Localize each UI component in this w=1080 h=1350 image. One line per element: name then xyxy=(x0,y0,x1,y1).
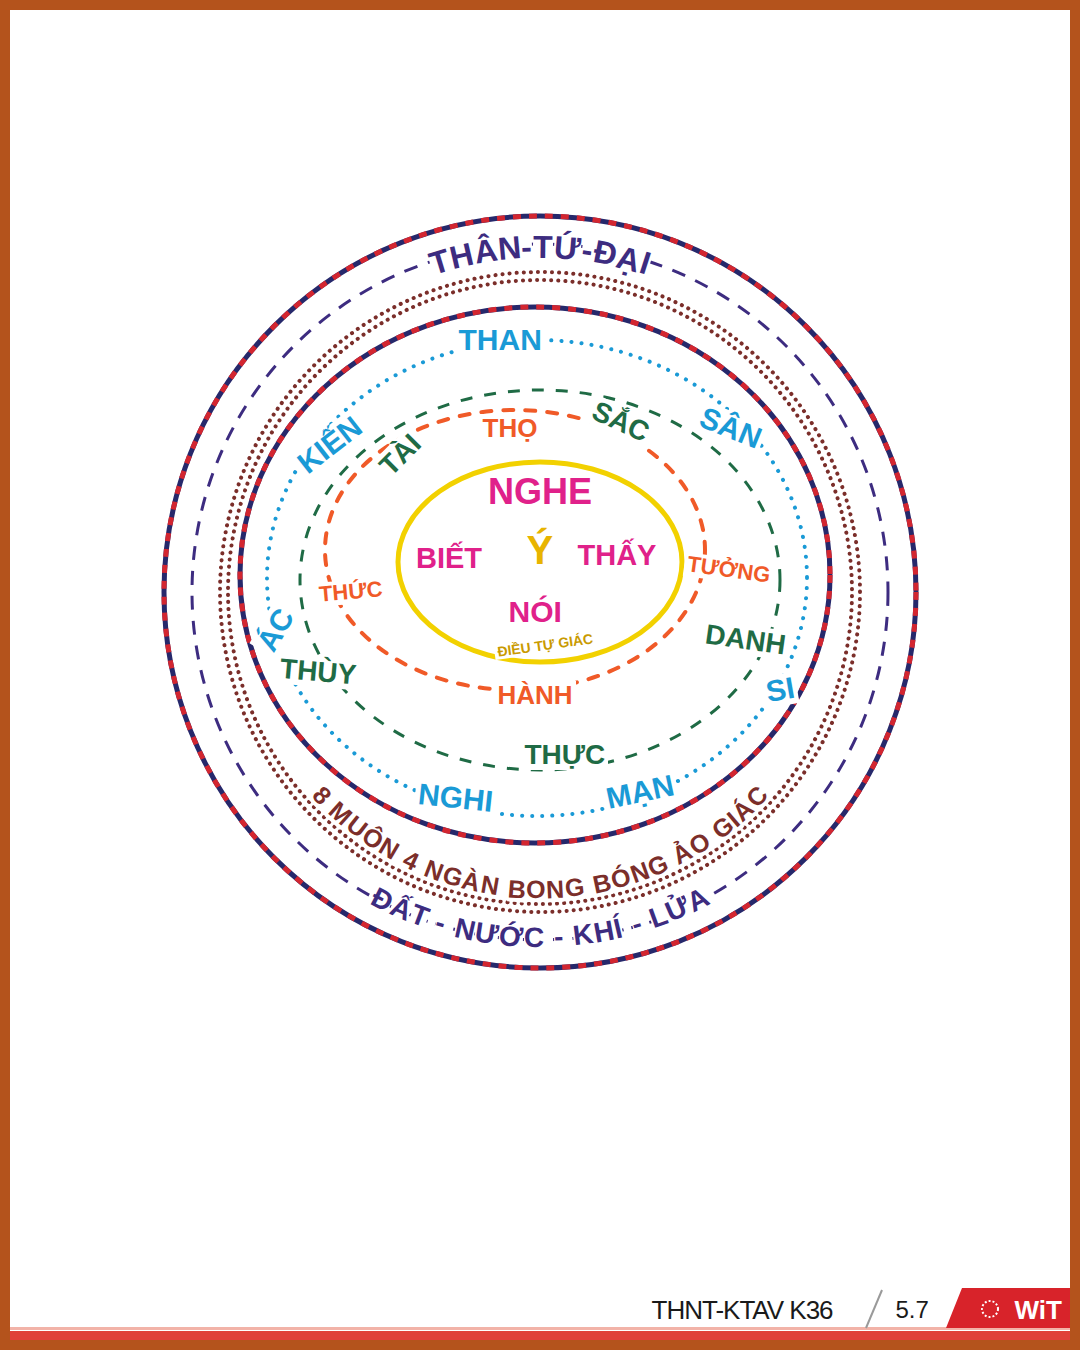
arc-letter: O xyxy=(526,877,546,902)
arc-letter: Â xyxy=(471,234,499,269)
ring-word: HÀNH xyxy=(495,681,576,709)
ring-word: Ý xyxy=(524,529,557,571)
footer-course: THNT-KTAV K36 xyxy=(652,1297,833,1323)
ring-line xyxy=(164,216,916,968)
ring-word: SẮC xyxy=(584,395,656,450)
arc-letter xyxy=(545,924,554,952)
ring-word: THAN xyxy=(456,324,545,356)
ring-line xyxy=(240,307,830,843)
footer-stripe xyxy=(10,1331,1070,1340)
page-number: 5.7 xyxy=(896,1298,929,1322)
arc-letter: T xyxy=(533,231,553,263)
ring-word: TƯỞNG xyxy=(682,552,774,588)
ring-word: TÀI xyxy=(371,426,428,483)
ring-line xyxy=(267,340,807,816)
ring-word: THẤY xyxy=(575,540,660,571)
arc-letter: Ứ xyxy=(553,231,582,265)
ring-word: ÁC xyxy=(249,601,301,660)
ring-arc-text: THÂN-TỨ-ĐẠI xyxy=(424,231,661,279)
ring-line xyxy=(228,280,852,904)
frame-border xyxy=(5,5,1075,1345)
ring-line xyxy=(192,244,888,940)
ring-arc-text: ĐẤT - NƯỚC - KHÍ - LỬA xyxy=(368,886,712,952)
ring-region: NGHEBIẾTÝTHẤYNÓIĐIỀU TỰ GIÁCTHỌTƯỞNGHÀNH… xyxy=(321,406,709,694)
ring-line xyxy=(398,462,682,662)
ring-region: NGHEBIẾTÝTHẤYNÓIĐIỀU TỰ GIÁC xyxy=(394,458,686,666)
ring-word: SI xyxy=(760,671,799,708)
ring-word: THÙY xyxy=(276,653,361,690)
footer-line xyxy=(10,1327,1070,1330)
arc-letter: K xyxy=(571,920,595,950)
arc-letter: C xyxy=(524,924,545,952)
ring-line xyxy=(325,410,705,690)
arc-letter: N xyxy=(546,877,565,903)
ring-word: THỨC xyxy=(315,577,386,607)
footer-separator xyxy=(866,1290,882,1328)
logo-box xyxy=(946,1288,1070,1328)
ring-word: SÂN xyxy=(692,400,768,456)
ring-line xyxy=(300,390,780,770)
arc-letter: N xyxy=(496,231,522,265)
ring-region: NGHEBIẾTÝTHẤYNÓIĐIỀU TỰ GIÁCTHỌTƯỞNGHÀNH… xyxy=(296,386,784,774)
ring-word: MẠN xyxy=(600,769,679,816)
arc-letter: Ư xyxy=(473,918,500,949)
ring-region: NGHEBIẾTÝTHẤYNÓIĐIỀU TỰ GIÁCTHỌTƯỞNGHÀNH… xyxy=(236,303,834,847)
ring-region: NGHEBIẾTÝTHẤYNÓIĐIỀU TỰ GIÁCTHỌTƯỞNGHÀNH… xyxy=(160,212,920,972)
ring-word: BIẾT xyxy=(413,543,485,574)
arc-letter: - xyxy=(521,231,533,263)
arc-letter: N xyxy=(479,872,501,900)
logo-icon xyxy=(982,1301,998,1317)
arc-letter: B xyxy=(507,876,527,902)
ring-word: THỰC xyxy=(522,740,609,770)
ring-word: DANH xyxy=(700,619,790,661)
ring-word: NÓI xyxy=(506,596,565,628)
arc-letter: Ớ xyxy=(498,922,524,952)
ring-word: KIẾN xyxy=(289,408,370,481)
ring-word: NGHI xyxy=(413,778,497,818)
ring-line xyxy=(220,272,860,912)
ring-line xyxy=(164,216,916,968)
ring-word: THỌ xyxy=(480,414,541,442)
logo-text: WiT xyxy=(1015,1297,1062,1323)
ring-line xyxy=(240,307,830,843)
ring-word: NGHE xyxy=(485,473,595,511)
